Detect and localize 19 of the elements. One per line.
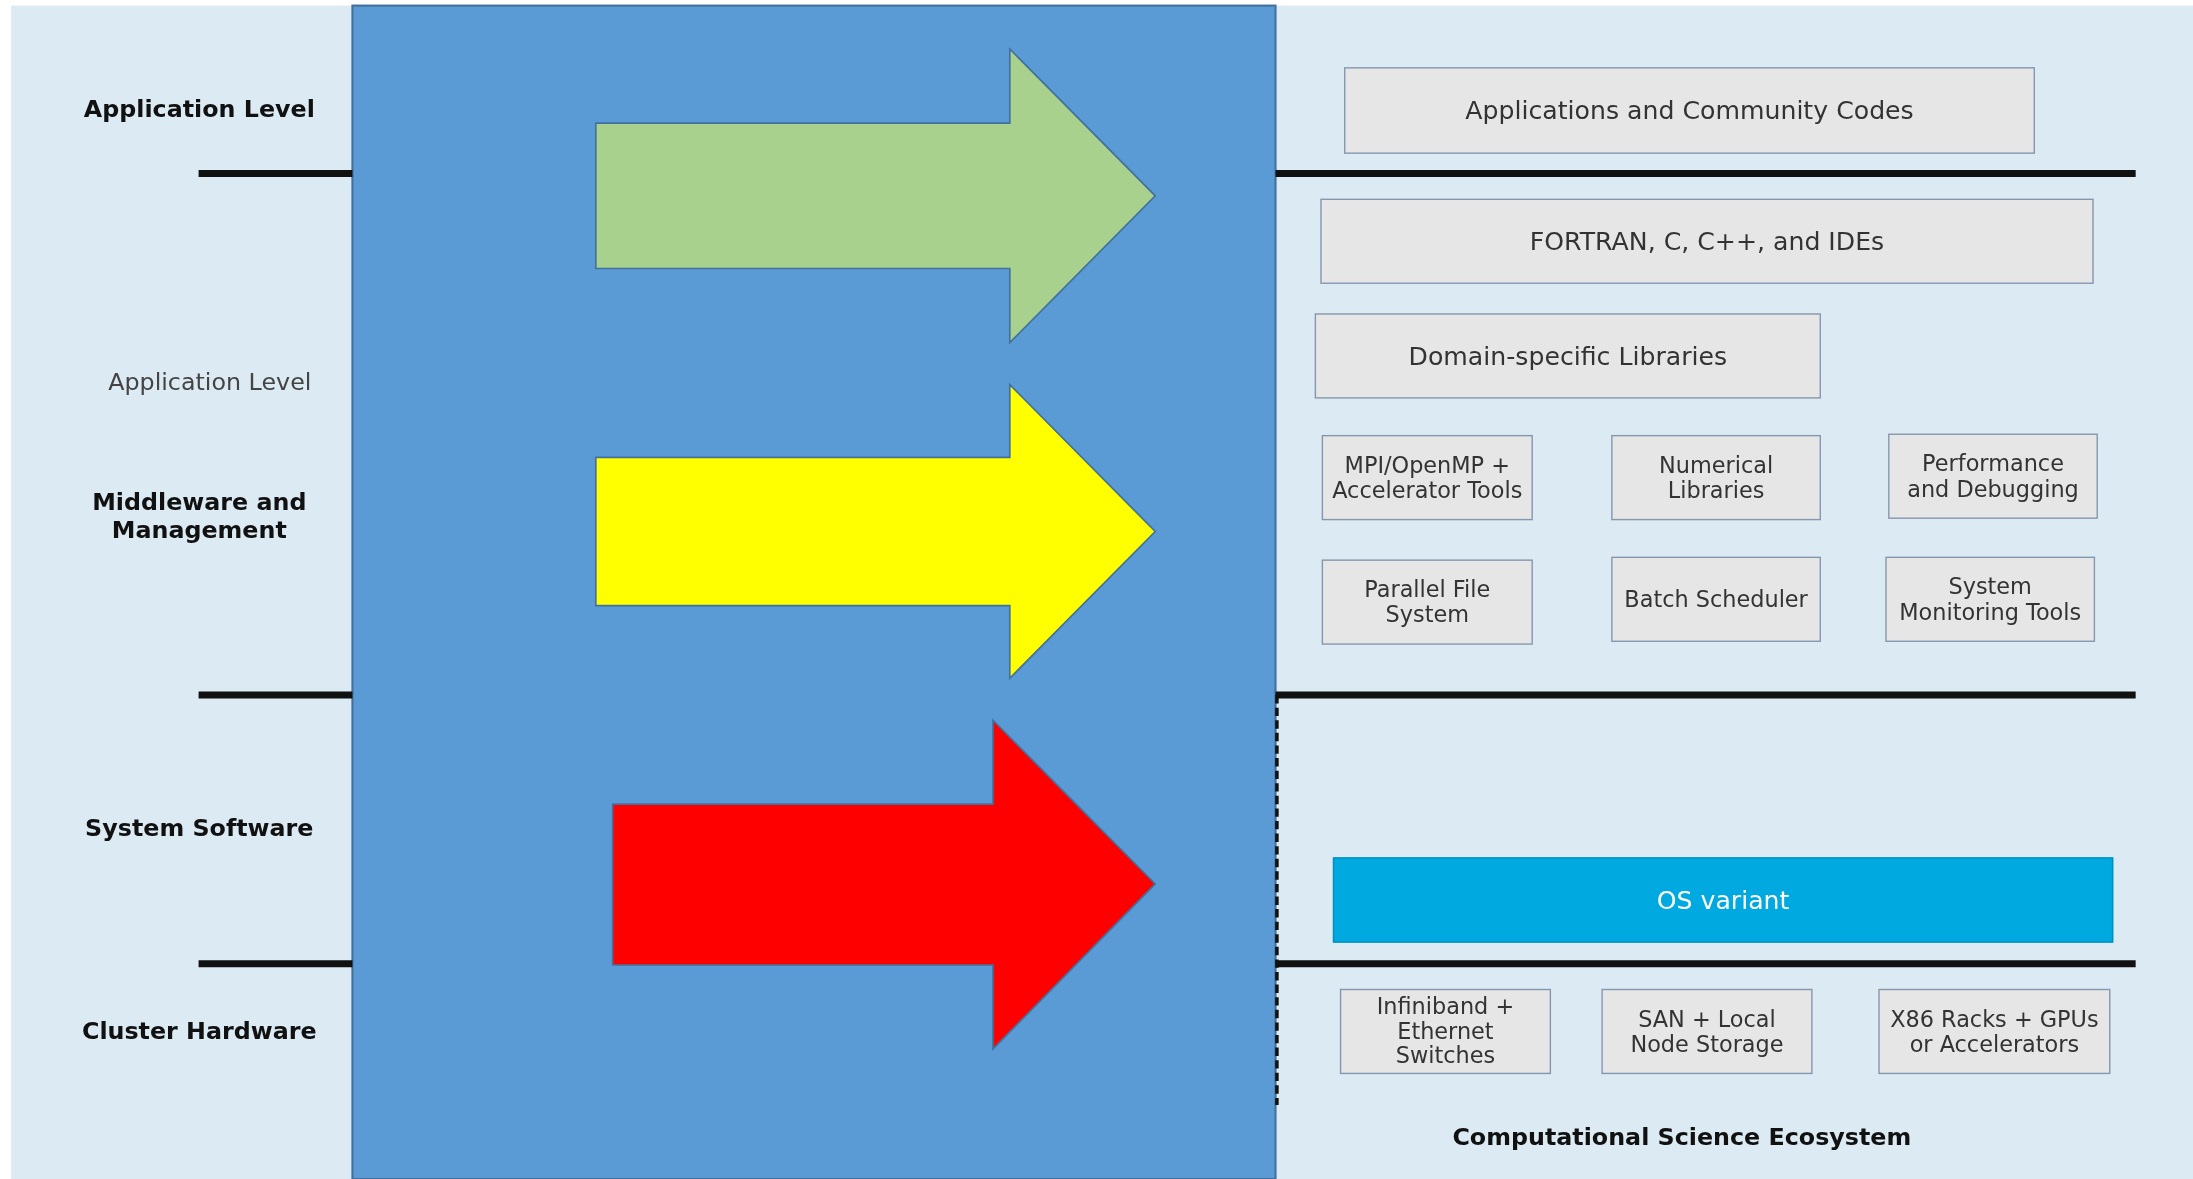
layer-label: System Software <box>84 814 315 842</box>
layer-label: Middleware and Management <box>91 488 308 545</box>
layer-label: Application Level <box>107 367 313 396</box>
layer-label: Cluster Hardware <box>80 1016 318 1045</box>
component-box: Parallel File System <box>1321 559 1533 645</box>
component-box: Domain-specific Libraries <box>1314 313 1821 399</box>
os-layer-bar: OS variant <box>1332 857 2114 943</box>
component-box: Applications and Community Codes <box>1344 67 2035 154</box>
component-box: Performance and Debugging <box>1888 433 2098 519</box>
component-box: System Monitoring Tools <box>1885 556 2096 642</box>
layer-label: Application Level <box>82 95 316 124</box>
component-box: Batch Scheduler <box>1611 556 1821 642</box>
component-box: MPI/OpenMP + Accelerator Tools <box>1321 434 1533 521</box>
component-box: X86 Racks + GPUs or Accelerators <box>1878 988 2111 1075</box>
component-box: Numerical Libraries <box>1611 434 1821 521</box>
component-box: FORTRAN, C, C++, and IDEs <box>1320 198 2094 284</box>
component-box: Infiniband + Ethernet Switches <box>1339 988 1552 1075</box>
component-box: SAN + Local Node Storage <box>1601 988 1813 1075</box>
caption: Computational Science Ecosystem <box>1451 1123 1913 1152</box>
